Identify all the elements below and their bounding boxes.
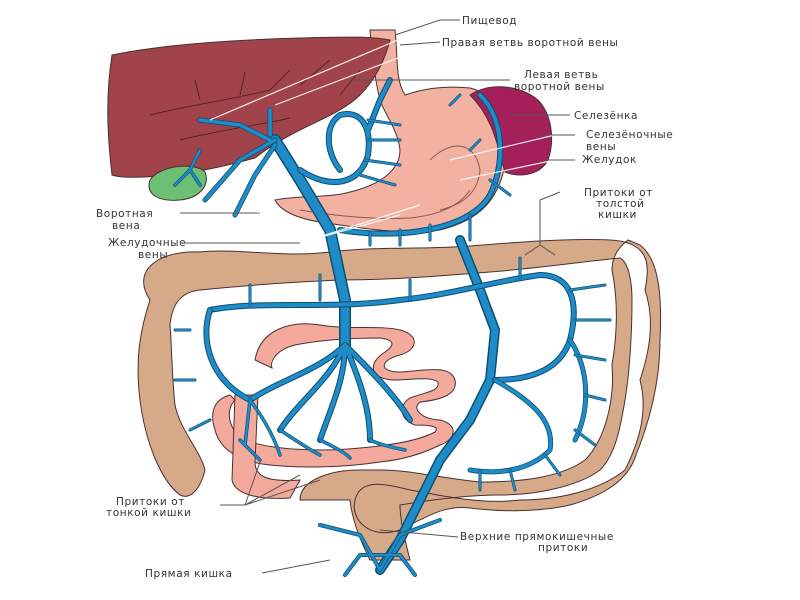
portal-veins — [173, 77, 612, 577]
label-left-portal-branch-line2: воротной вены — [514, 81, 605, 93]
label-rectum: Прямая кишка — [145, 568, 233, 580]
label-splenic-veins-line1: Селезёночные — [586, 129, 673, 141]
label-esophagus: Пищевод — [462, 15, 517, 27]
label-stomach: Желудок — [582, 154, 637, 166]
label-right-portal-branch: Правая ветвь воротной вены — [442, 37, 618, 49]
label-colon-tributaries-line2: толстой — [596, 198, 645, 210]
leader-lines — [180, 19, 575, 574]
label-colon-tributaries-line3: кишки — [598, 209, 637, 221]
labels: Пищевод Правая ветвь воротной вены Левая… — [96, 15, 673, 580]
label-left-portal-branch-line1: Левая ветвь — [524, 69, 598, 81]
liver — [107, 36, 391, 178]
label-colon-tributaries-line1: Притоки от — [584, 187, 653, 199]
label-small-intestine-tributaries-line2: тонкой кишки — [106, 507, 191, 519]
label-portal-vein-line1: Воротная — [96, 208, 153, 220]
label-spleen: Селезёнка — [574, 110, 638, 122]
label-superior-rectal-tributaries-line1: Верхние прямокишечные — [460, 531, 614, 543]
colon — [137, 238, 662, 561]
label-gastric-veins-line2: вены — [138, 249, 168, 261]
label-splenic-veins-line2: вены — [586, 141, 616, 153]
label-portal-vein-line2: вена — [112, 220, 140, 232]
label-small-intestine-tributaries-line1: Притоки от — [116, 496, 185, 508]
label-superior-rectal-tributaries-line2: притоки — [538, 542, 588, 554]
label-gastric-veins-line1: Желудочные — [108, 237, 186, 249]
